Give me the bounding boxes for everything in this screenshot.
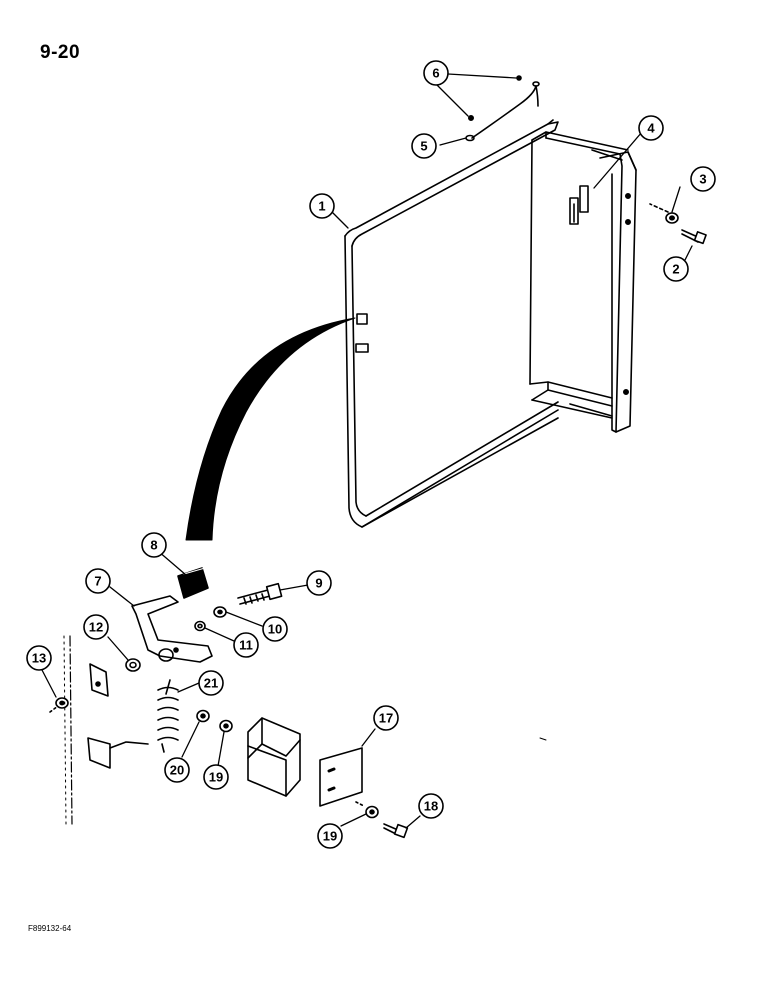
callout-12-label: 12	[89, 620, 103, 635]
callout-2-label: 2	[672, 262, 679, 277]
shield-panel	[344, 75, 637, 528]
callout-8: 8	[141, 532, 167, 558]
callout-3: 3	[690, 166, 716, 192]
callout-5: 5	[411, 133, 437, 159]
callout-20: 20	[164, 757, 190, 783]
callout-19-upper: 19	[203, 764, 229, 790]
callout-10: 10	[262, 616, 288, 642]
detail-arrow	[185, 317, 356, 541]
latch-assembly	[49, 567, 547, 839]
callout-2: 2	[663, 256, 689, 282]
bolt-and-washer-2-3	[649, 203, 707, 245]
callout-10-label: 10	[268, 622, 282, 637]
callout-9: 9	[306, 570, 332, 596]
callout-13-label: 13	[32, 651, 46, 666]
callout-19-lower: 19	[317, 823, 343, 849]
callout-1: 1	[309, 193, 335, 219]
callout-4-label: 4	[647, 121, 655, 136]
callout-17: 17	[373, 705, 399, 731]
callout-11-label: 11	[239, 638, 253, 653]
figure-code: F899132-64	[28, 924, 72, 933]
callout-5-label: 5	[420, 139, 427, 154]
callout-3-label: 3	[699, 172, 706, 187]
callout-7: 7	[85, 568, 111, 594]
callout-8-label: 8	[150, 538, 157, 553]
page-number: 9-20	[40, 42, 81, 63]
callout-19-upper-label: 19	[209, 770, 223, 785]
callout-11: 11	[233, 632, 259, 658]
callout-12: 12	[83, 614, 109, 640]
callout-21-label: 21	[204, 676, 218, 691]
callout-20-label: 20	[170, 763, 184, 778]
callout-17-label: 17	[379, 711, 393, 726]
callout-21: 21	[198, 670, 224, 696]
leader-lines	[41, 73, 693, 829]
callout-9-label: 9	[315, 576, 322, 591]
callout-7-label: 7	[94, 574, 101, 589]
callout-1-label: 1	[318, 199, 325, 214]
callout-4: 4	[638, 115, 664, 141]
callout-6-label: 6	[432, 66, 439, 81]
callout-13: 13	[26, 645, 52, 671]
callout-6: 6	[423, 60, 449, 86]
callout-18: 18	[418, 793, 444, 819]
callouts: 1 2 3 4 5 6 7 8	[26, 60, 716, 849]
callout-19-lower-label: 19	[323, 829, 337, 844]
callout-18-label: 18	[424, 799, 438, 814]
